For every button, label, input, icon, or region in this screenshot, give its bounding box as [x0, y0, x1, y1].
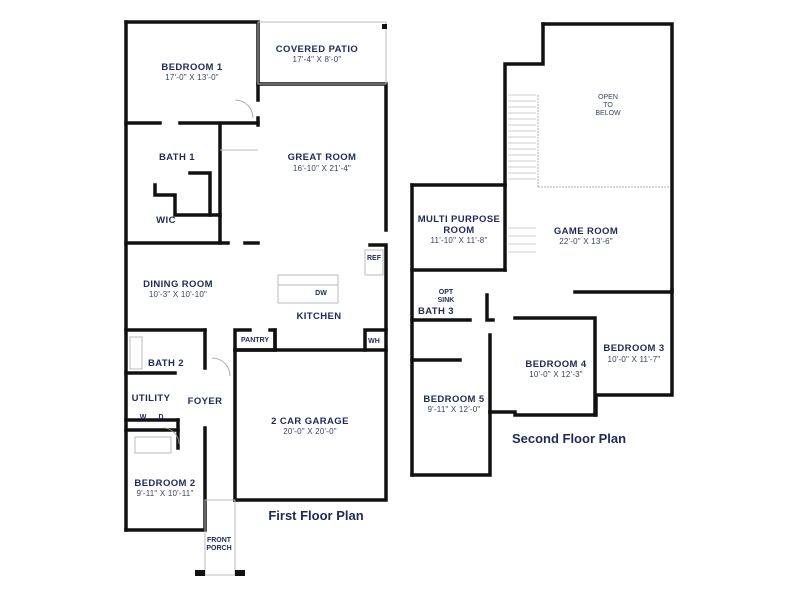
second-floor-walls [410, 22, 674, 477]
fixture-refrigerator: REF [367, 255, 381, 262]
room-dims-bedroom-2: 9'-11" X 10'-11" [136, 489, 194, 498]
first-floor-plan-title: First Floor Plan [268, 508, 364, 523]
room-label-bedroom-2: BEDROOM 2 [134, 478, 196, 489]
stairs [508, 94, 670, 253]
room-label-bedroom-5: BEDROOM 5 [423, 394, 485, 405]
second-floor-plan-title: Second Floor Plan [511, 431, 627, 446]
room-label-great-room: GREAT ROOM [287, 152, 357, 163]
room-label-front-porch: FRONT PORCH [206, 537, 232, 552]
room-label-multi-purpose-line1: MULTI PURPOSE [417, 214, 501, 225]
room-label-bath-2: BATH 2 [147, 358, 185, 369]
fixture-washer: W [139, 414, 147, 421]
room-label-foyer: FOYER [187, 396, 223, 407]
room-label-kitchen: KITCHEN [296, 311, 342, 322]
room-label-bedroom-1: BEDROOM 1 [161, 62, 223, 73]
room-label-2-car-garage: 2 CAR GARAGE [271, 416, 349, 427]
room-dims-dining-room: 10'-3" X 10'-10" [148, 290, 208, 299]
first-floor-walls [124, 20, 388, 532]
room-label-bedroom-3: BEDROOM 3 [603, 343, 665, 354]
fixture-opt-sink: OPT SINK [437, 289, 455, 304]
room-label-wic: WIC [156, 215, 176, 226]
room-label-bath-3: BATH 3 [417, 306, 455, 317]
room-label-game-room: GAME ROOM [553, 226, 619, 237]
room-dims-covered-patio: 17'-4" X 8'-0" [292, 55, 342, 64]
room-label-covered-patio: COVERED PATIO [275, 44, 359, 55]
doors [162, 99, 254, 445]
room-dims-bedroom-4: 10'-0" X 12'-3" [529, 370, 583, 379]
room-label-dining-room: DINING ROOM [143, 279, 213, 290]
room-label-pantry: PANTRY [241, 337, 269, 344]
room-label-bedroom-4: BEDROOM 4 [525, 359, 587, 370]
fixture-dryer: D [158, 414, 164, 421]
room-label-bath-1: BATH 1 [158, 152, 196, 163]
room-dims-game-room: 22'-0" X 13'-6" [559, 237, 613, 246]
room-dims-2-car-garage: 20'-0" X 20'-0" [283, 427, 337, 436]
room-dims-bedroom-3: 10'-0" X 11'-7" [607, 355, 661, 364]
fixture-water-heater: WH [368, 338, 380, 345]
room-label-utility: UTILITY [131, 393, 171, 404]
room-label-open-to-below: OPEN TO BELOW [595, 94, 621, 117]
room-dims-bedroom-1: 17'-0" X 13'-0" [165, 73, 219, 82]
first-floor-light-lines [129, 21, 387, 576]
porch-posts [195, 24, 387, 576]
fixture-dishwasher: DW [315, 290, 327, 297]
room-label-multi-purpose-line2: ROOM [443, 225, 475, 236]
room-dims-great-room: 16'-10" X 21'-4" [292, 164, 352, 173]
room-dims-bedroom-5: 9'-11" X 12'-0" [427, 405, 481, 414]
room-dims-multi-purpose: 11'-10" X 11'-8" [430, 236, 488, 245]
